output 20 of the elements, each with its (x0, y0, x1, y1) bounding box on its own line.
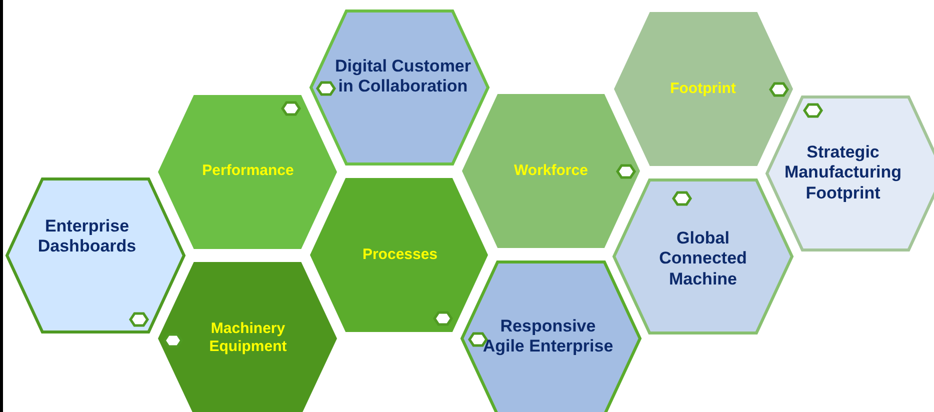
hexagon-tile (310, 178, 488, 332)
tile-label: Responsive Agile Enterprise (482, 316, 614, 358)
tile-label: Digital Customer in Collaboration (334, 56, 472, 98)
tile-label: Strategic Manufacturing Footprint (783, 142, 903, 204)
tile-label: Processes (361, 246, 439, 264)
tile-label: Performance (201, 162, 295, 180)
tile-label: Global Connected Machine (658, 228, 748, 290)
hexagon-tile (462, 94, 640, 248)
tile-label: Enterprise Dashboards (36, 216, 138, 258)
hexagon-tile (614, 12, 793, 166)
hexagon-tile (158, 95, 337, 249)
hexagon-tile (767, 97, 934, 250)
tile-label: Footprint (669, 80, 737, 98)
hexagon-tile (7, 179, 184, 332)
hexagon-tile (311, 11, 488, 164)
hexagon-tile (158, 262, 337, 412)
hexagon-tile (614, 180, 792, 333)
tile-label: Workforce (513, 162, 589, 180)
tile-label: Machinery Equipment (208, 320, 288, 356)
hexagon-tile (462, 262, 640, 412)
